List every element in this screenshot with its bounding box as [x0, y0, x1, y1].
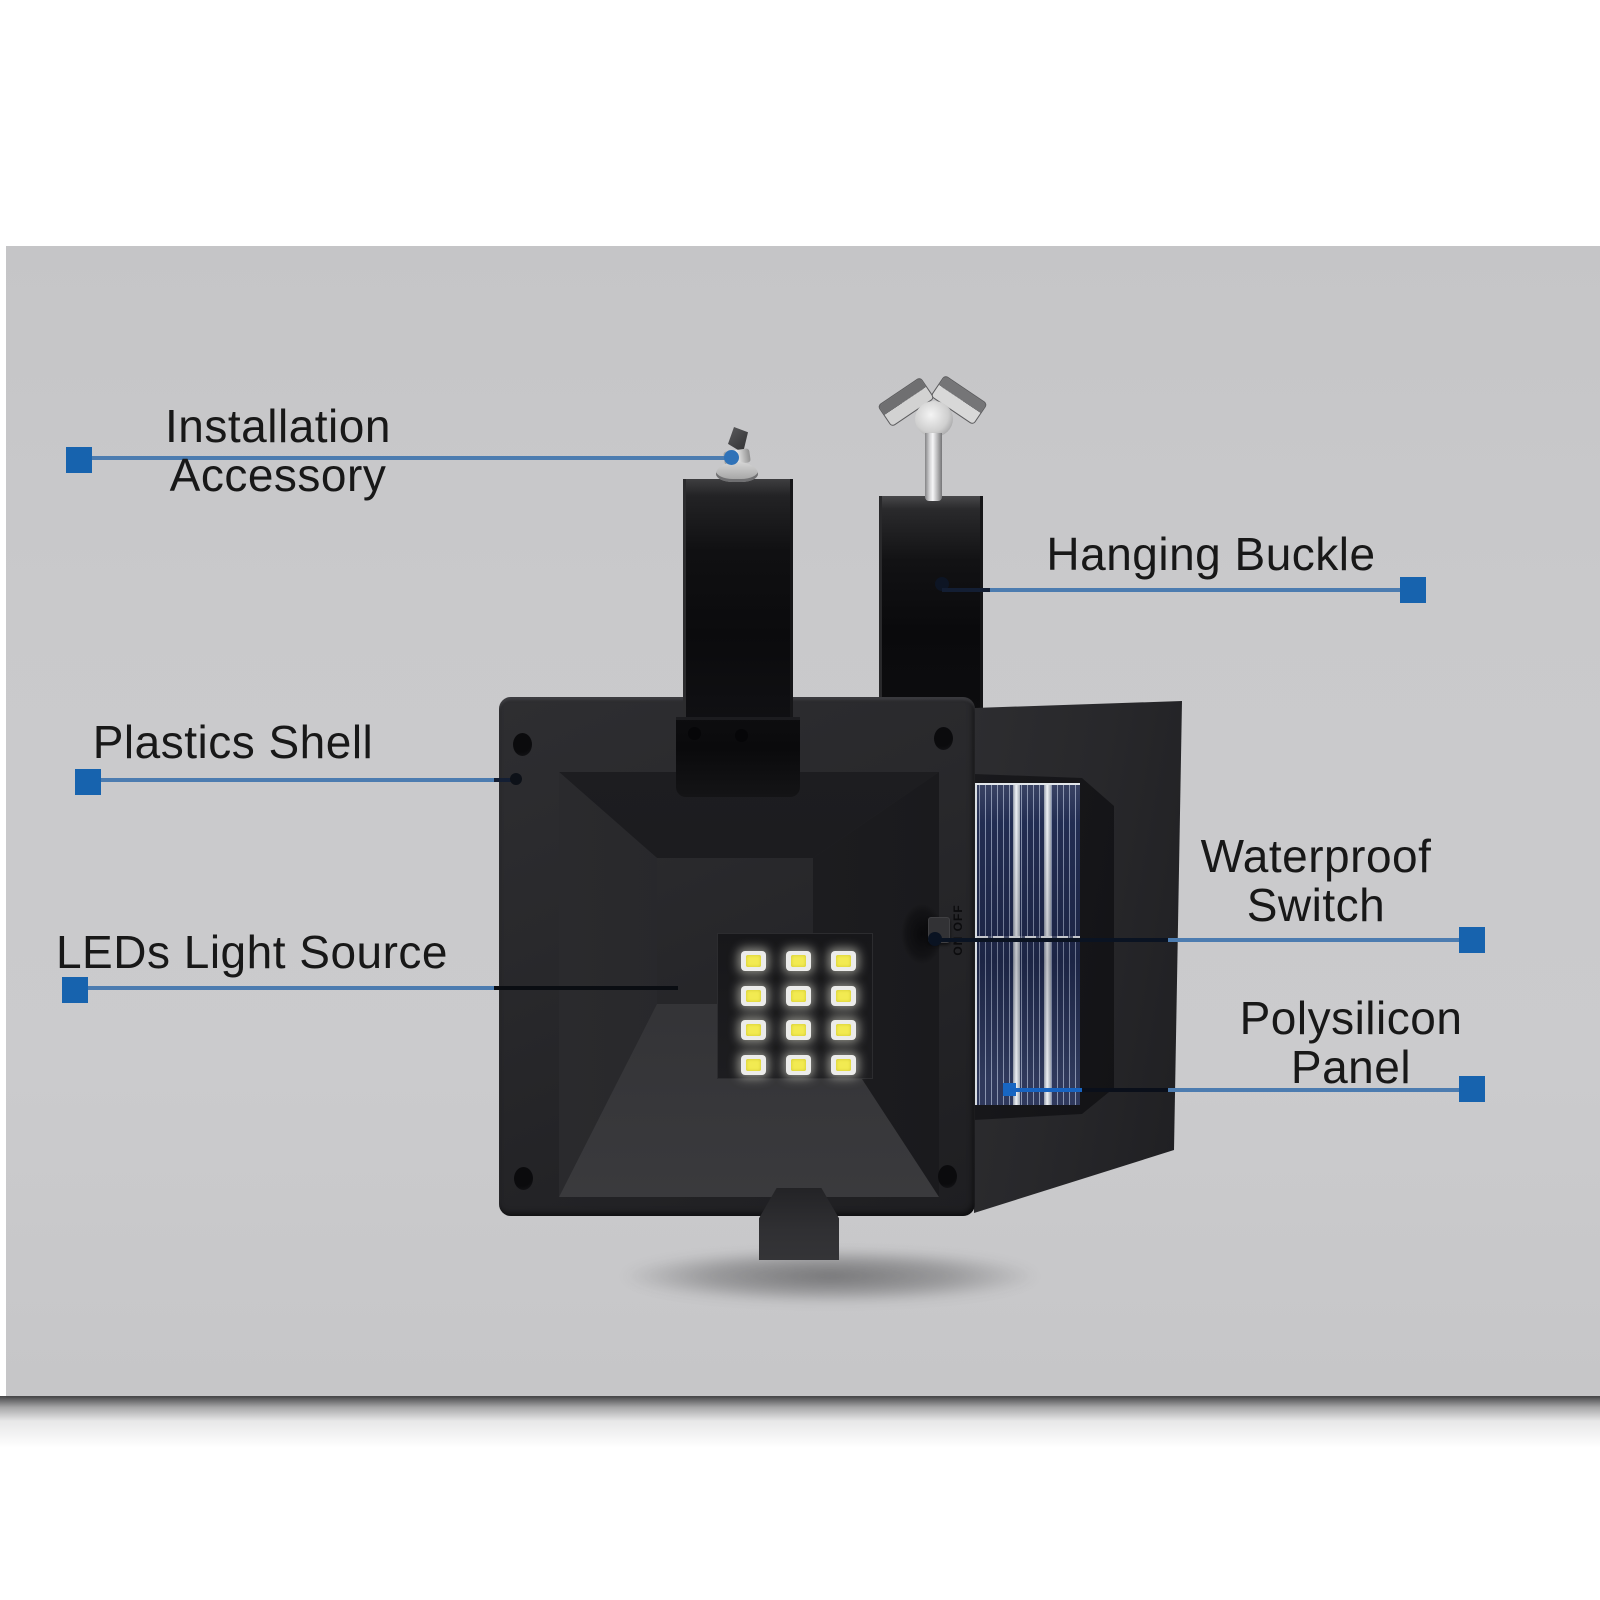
- led-grid: [718, 934, 872, 1078]
- anchor-dot: [1003, 1083, 1016, 1096]
- screw-hole: [513, 733, 532, 756]
- solar-panel-wing: [974, 701, 1182, 1213]
- on-off-label: ON OFF: [951, 904, 965, 956]
- led: [786, 1055, 811, 1075]
- callout-installation-accessory: Installation Accessory: [165, 400, 391, 501]
- solar-busbar: [1044, 785, 1051, 1105]
- installation-screw-base: [716, 462, 758, 482]
- led: [831, 1020, 856, 1040]
- backdrop-bottom-shadow: [0, 1396, 1600, 1448]
- led: [831, 951, 856, 971]
- callout-waterproof-switch: Waterproof Switch: [1116, 832, 1516, 930]
- led-reflector: [559, 772, 939, 1260]
- marker-square: [66, 447, 92, 473]
- led-chip: [791, 955, 806, 967]
- led-chip: [791, 1024, 806, 1036]
- marker-square: [75, 769, 101, 795]
- leader-line: [88, 986, 494, 990]
- marker-square: [62, 977, 88, 1003]
- led: [741, 951, 766, 971]
- leader-line: [101, 778, 494, 782]
- bottom-tab: [759, 1188, 839, 1260]
- leader-line: [1010, 1088, 1082, 1092]
- led-chip: [746, 990, 761, 1002]
- installation-screw-icon: [728, 427, 748, 453]
- led-plate: [717, 933, 873, 1079]
- solar-busbar: [1013, 785, 1020, 1105]
- callout-line1: Polysilicon: [1239, 992, 1463, 1044]
- wing-nut-bolt-shaft: [925, 433, 942, 501]
- callout-plastics-shell: Plastics Shell: [92, 716, 374, 768]
- led: [831, 1055, 856, 1075]
- callout-line1: Waterproof: [1200, 830, 1432, 882]
- polysilicon-solar-panel: [975, 783, 1080, 1105]
- hanging-buckle-bracket: [879, 496, 983, 712]
- led: [786, 986, 811, 1006]
- led: [741, 1055, 766, 1075]
- leader-line: [938, 938, 1168, 942]
- mounting-bracket: [683, 479, 793, 719]
- leader-line: [1082, 1088, 1168, 1092]
- leader-line: [494, 778, 518, 782]
- led-chip: [791, 1059, 806, 1071]
- bracket-hinge: [676, 717, 800, 797]
- led: [741, 1020, 766, 1040]
- hinge-pin: [688, 727, 701, 740]
- anchor-dot: [935, 577, 949, 591]
- screw-hole: [934, 727, 953, 750]
- callout-line2: Panel: [1290, 1041, 1412, 1093]
- led: [741, 986, 766, 1006]
- marker-square: [1459, 927, 1485, 953]
- wing-nut: [915, 401, 953, 437]
- led: [831, 986, 856, 1006]
- callout-hanging-buckle: Hanging Buckle: [1046, 528, 1376, 580]
- leader-line: [942, 588, 990, 592]
- led-chip: [746, 1024, 761, 1036]
- anchor-dot: [928, 932, 942, 946]
- leader-line: [990, 588, 1402, 592]
- screw-hole: [938, 1165, 957, 1188]
- led-chip: [746, 1059, 761, 1071]
- callout-line2: Switch: [1246, 879, 1386, 931]
- led-chip: [746, 955, 761, 967]
- hinge-pin: [735, 729, 748, 742]
- anchor-dot: [724, 450, 739, 465]
- led-chip: [791, 990, 806, 1002]
- led-chip: [836, 1059, 851, 1071]
- anchor-dot: [510, 773, 522, 785]
- leader-line: [1168, 1088, 1460, 1092]
- led-chip: [836, 990, 851, 1002]
- screw-hole: [514, 1167, 533, 1190]
- led-chip: [836, 955, 851, 967]
- led: [786, 951, 811, 971]
- led: [786, 1020, 811, 1040]
- callout-leds-light-source: LEDs Light Source: [55, 926, 449, 978]
- marker-square: [1459, 1076, 1485, 1102]
- plastics-shell-body: [499, 697, 975, 1260]
- marker-square: [1400, 577, 1426, 603]
- solar-panel-shading: [977, 785, 1080, 1105]
- leader-line: [1168, 938, 1460, 942]
- solar-cell-finger-lines: [977, 785, 1080, 1105]
- leader-line: [494, 986, 678, 990]
- leader-line: [92, 456, 732, 460]
- callout-polysilicon-panel: Polysilicon Panel: [1151, 994, 1551, 1092]
- led-chip: [836, 1024, 851, 1036]
